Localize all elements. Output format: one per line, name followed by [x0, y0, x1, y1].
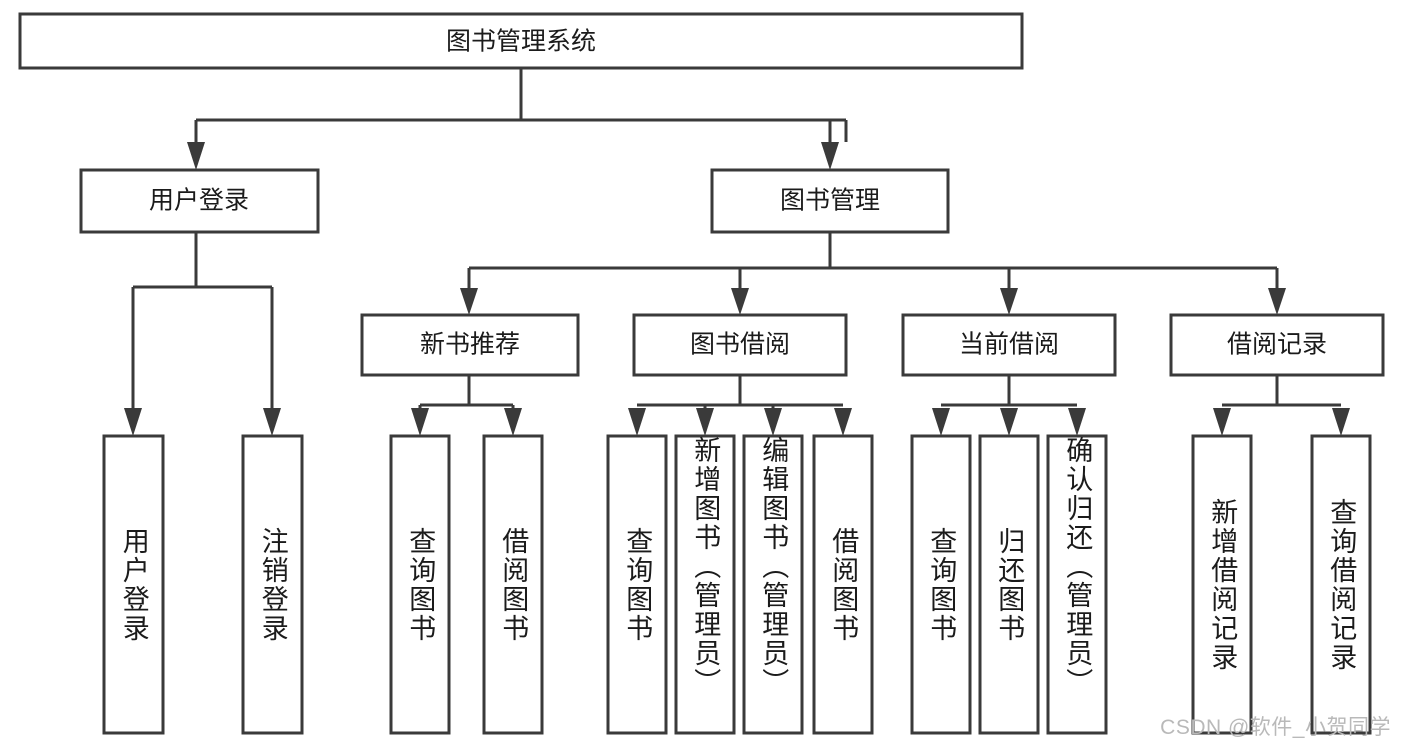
- node-book-management[interactable]: [710, 168, 950, 234]
- connectors-new-book-to-leaves: [411, 375, 522, 436]
- node-current-borrow[interactable]: [901, 313, 1117, 377]
- leaf-box-book-borrow-2[interactable]: [674, 434, 736, 735]
- arrow-user-login-leaf-2: [263, 408, 281, 436]
- csdn-watermark: CSDN @软件_小贺同学: [1160, 716, 1391, 739]
- node-borrow-record[interactable]: [1169, 313, 1385, 377]
- connectors-borrow-record-to-leaves: [1213, 375, 1350, 436]
- arrow-to-book-manage: [821, 142, 839, 170]
- arrow-current-borrow-leaf-2: [1000, 408, 1018, 436]
- arrow-to-current-borrow: [1000, 288, 1018, 315]
- leaf-box-borrow-record-2[interactable]: [1310, 434, 1372, 735]
- arrow-book-borrow-leaf-2: [696, 408, 714, 436]
- node-label-current-borrow: 当前借阅: [959, 331, 1059, 359]
- arrow-borrow-record-leaf-2: [1332, 408, 1350, 436]
- arrow-current-borrow-leaf-3: [1068, 408, 1086, 436]
- leaf-box-new-book-1[interactable]: [389, 434, 451, 735]
- arrow-book-borrow-leaf-1: [628, 408, 646, 436]
- arrow-book-borrow-leaf-3: [764, 408, 782, 436]
- arrow-borrow-record-leaf-1: [1213, 408, 1231, 436]
- node-label-book-management: 图书管理: [780, 187, 880, 215]
- leaf-box-user-login-1[interactable]: [102, 434, 165, 735]
- connectors-root-to-level2: [187, 68, 848, 170]
- connectors-book-manage-to-level3: [460, 232, 1286, 315]
- arrow-to-user-login: [187, 142, 205, 170]
- leaf-box-user-login-2[interactable]: [241, 434, 304, 735]
- leaf-box-book-borrow-1[interactable]: [606, 434, 668, 735]
- node-new-book-recommend[interactable]: [360, 313, 580, 377]
- node-root-book-management-system[interactable]: [18, 12, 1024, 70]
- connectors-current-borrow-to-leaves: [932, 375, 1086, 436]
- node-label-new-book-recommend: 新书推荐: [420, 331, 520, 359]
- leaf-box-borrow-record-1[interactable]: [1191, 434, 1253, 735]
- node-label-borrow-record: 借阅记录: [1227, 331, 1327, 359]
- leaf-box-book-borrow-3[interactable]: [742, 434, 804, 735]
- connectors-user-login-to-leaves: [124, 232, 281, 436]
- node-label-book-borrow: 图书借阅: [690, 331, 790, 359]
- node-label-root: 图书管理系统: [446, 28, 596, 56]
- arrow-user-login-leaf-1: [124, 408, 142, 436]
- arrow-to-new-book: [460, 288, 478, 315]
- leaf-box-current-borrow-2[interactable]: [978, 434, 1040, 735]
- arrow-book-borrow-leaf-4: [834, 408, 852, 436]
- arrow-new-book-leaf-2: [504, 408, 522, 436]
- leaf-box-current-borrow-3[interactable]: [1046, 434, 1108, 735]
- connectors-book-borrow-to-leaves: [628, 375, 852, 436]
- leaf-box-current-borrow-1[interactable]: [910, 434, 972, 735]
- arrow-current-borrow-leaf-1: [932, 408, 950, 436]
- node-book-borrow[interactable]: [632, 313, 848, 377]
- arrow-to-book-borrow: [731, 288, 749, 315]
- arrow-new-book-leaf-1: [411, 408, 429, 436]
- arrow-to-borrow-record: [1268, 288, 1286, 315]
- leaf-box-new-book-2[interactable]: [482, 434, 544, 735]
- node-label-user-login: 用户登录: [149, 187, 249, 215]
- leaf-box-book-borrow-4[interactable]: [812, 434, 874, 735]
- node-user-login[interactable]: [79, 168, 320, 234]
